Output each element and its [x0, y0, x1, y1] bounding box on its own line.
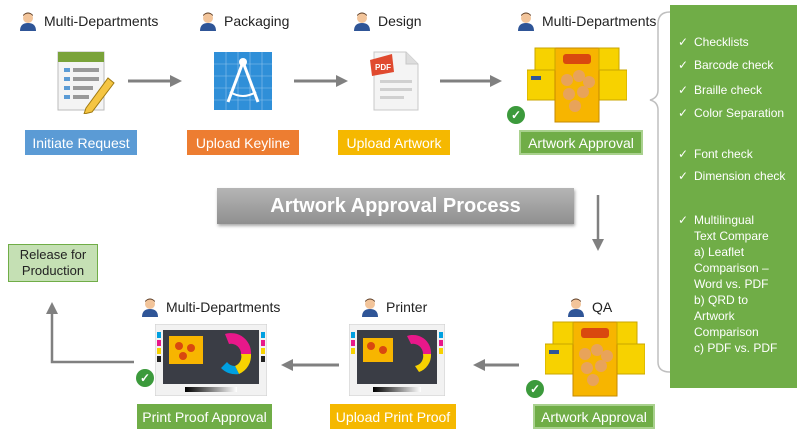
person-icon [568, 298, 584, 317]
keyline-compass-icon [214, 52, 272, 110]
dept-label-7: QA [566, 297, 612, 317]
printer-proof-image [349, 324, 445, 396]
checkmark-icon: ✓ [678, 35, 689, 49]
flow-arrow-right [440, 75, 502, 87]
svg-text:PDF: PDF [375, 63, 391, 72]
dept-label-2: Packaging [198, 11, 289, 31]
approved-check-icon: ✓ [136, 369, 154, 387]
dept-label-4: Multi-Departments [516, 11, 656, 31]
initiate-request-step[interactable]: Initiate Request [25, 130, 137, 155]
package-artwork-image [527, 47, 627, 123]
print-proof-image [155, 324, 267, 396]
dept-label-1: Multi-Departments [18, 11, 158, 31]
flow-arrow-elbow-up [46, 302, 134, 364]
release-for-production-box: Release for Production [8, 244, 98, 282]
dept-label-3: Design [352, 11, 422, 31]
dept-name: QA [592, 299, 613, 315]
dept-name: Packaging [224, 13, 290, 29]
approved-check-icon: ✓ [507, 106, 525, 124]
checklist-item: ✓Braille check [678, 83, 763, 97]
person-icon [200, 12, 216, 31]
person-icon [20, 12, 36, 31]
checklist-panel: ✓Checklists ✓Barcode check ✓Braille chec… [670, 5, 797, 388]
checklist-bracket [649, 11, 671, 373]
pdf-file-icon: PDF [370, 51, 419, 111]
person-icon [518, 12, 534, 31]
checklist-item: ✓Color Separation [678, 106, 785, 120]
checkmark-icon: ✓ [678, 169, 689, 183]
checkmark-icon: ✓ [678, 213, 689, 227]
upload-keyline-step[interactable]: Upload Keyline [187, 130, 299, 155]
request-form-icon [57, 51, 115, 114]
flow-arrow-down [592, 195, 604, 251]
approved-check-icon: ✓ [526, 380, 544, 398]
qa-package-artwork-image [545, 321, 645, 397]
person-icon [142, 298, 158, 317]
artwork-approval-step[interactable]: Artwork Approval [519, 130, 643, 155]
dept-name: Design [378, 13, 422, 29]
flow-arrow-left [473, 359, 519, 371]
qa-artwork-approval-step[interactable]: Artwork Approval [533, 404, 655, 429]
dept-label-5: Multi-Departments [140, 297, 280, 317]
checkmark-icon: ✓ [678, 106, 689, 120]
checklist-item: ✓Barcode check [678, 58, 774, 72]
process-title-banner: Artwork Approval Process [217, 188, 574, 224]
print-proof-approval-step[interactable]: Print Proof Approval [137, 404, 272, 429]
upload-artwork-step[interactable]: Upload Artwork [338, 130, 450, 155]
upload-print-proof-step[interactable]: Upload Print Proof [330, 404, 456, 429]
dept-label-6: Printer [360, 297, 427, 317]
dept-name: Multi-Departments [166, 299, 281, 315]
person-icon [354, 12, 370, 31]
checkmark-icon: ✓ [678, 83, 689, 97]
checklist-item: ✓Font check [678, 147, 753, 161]
flow-arrow-right [128, 75, 182, 87]
checklist-item-multilingual: ✓ Multilingual Text Compare a) Leaflet C… [678, 213, 778, 355]
dept-name: Multi-Departments [44, 13, 159, 29]
checkmark-icon: ✓ [678, 58, 689, 72]
person-icon [362, 298, 378, 317]
checklist-item: ✓Checklists [678, 35, 749, 49]
flow-arrow-right [294, 75, 348, 87]
flow-arrow-left [281, 359, 339, 371]
dept-name: Multi-Departments [542, 13, 657, 29]
checklist-item: ✓Dimension check [678, 169, 786, 183]
checkmark-icon: ✓ [678, 147, 689, 161]
dept-name: Printer [386, 299, 428, 315]
